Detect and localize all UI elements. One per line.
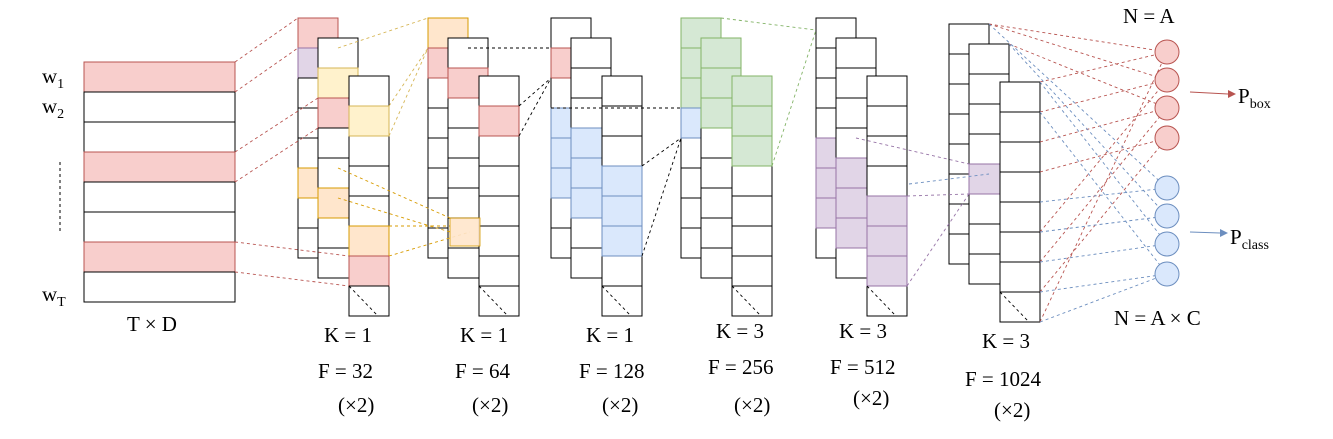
- conv-block-3: [550, 17, 643, 317]
- layer-4-repeat: (×2): [734, 393, 771, 417]
- conv-block-5: [815, 17, 908, 317]
- class-output-node: [1154, 231, 1180, 257]
- layer-2-filters: F = 64: [455, 359, 511, 383]
- layer-6-repeat: (×2): [994, 398, 1031, 422]
- class-output-node: [1154, 261, 1180, 287]
- matrix-row-highlight: [83, 241, 236, 273]
- output-arrows: [1189, 90, 1236, 237]
- layer-2-repeat: (×2): [472, 393, 509, 417]
- layer-3-kernel: K = 1: [586, 323, 635, 347]
- matrix-row: [83, 91, 236, 123]
- input-matrix: [59, 61, 236, 303]
- arrow-head-icon: [1220, 229, 1228, 237]
- conv-block-2: [427, 17, 520, 317]
- output-box-label: Pbox: [1238, 84, 1271, 113]
- box-output-node: [1154, 39, 1180, 65]
- output-class-count: N = A × C: [1114, 306, 1201, 330]
- layer-6-filters: F = 1024: [965, 367, 1042, 391]
- layer-3-repeat: (×2): [602, 393, 639, 417]
- word-label-wt: wT: [42, 282, 66, 311]
- word-label-w2: w2: [42, 94, 65, 123]
- output-box-count: N = A: [1123, 4, 1175, 28]
- layer-2-kernel: K = 1: [460, 323, 509, 347]
- class-output-node: [1154, 203, 1180, 229]
- word-label-w1: w1: [42, 64, 65, 93]
- layer-5-repeat: (×2): [853, 386, 890, 410]
- class-output-node: [1154, 175, 1180, 201]
- matrix-row-highlight: [83, 61, 236, 93]
- output-nodes: [1154, 39, 1180, 287]
- matrix-row: [83, 121, 236, 153]
- connection-lines: [234, 17, 1168, 323]
- conv-block-4: [680, 17, 773, 317]
- box-output-node: [1154, 67, 1180, 93]
- layer-1-repeat: (×2): [338, 393, 375, 417]
- layer-4-kernel: K = 3: [716, 319, 765, 343]
- box-output-node: [1154, 95, 1180, 121]
- box-output-node: [1154, 125, 1180, 151]
- layer-3-filters: F = 128: [579, 359, 645, 383]
- layer-5-filters: F = 512: [830, 355, 896, 379]
- layer-1-kernel: K = 1: [324, 323, 373, 347]
- layer-5-kernel: K = 3: [839, 319, 888, 343]
- layer-4-filters: F = 256: [708, 355, 774, 379]
- matrix-row: [83, 181, 236, 213]
- output-class-label: Pclass: [1230, 225, 1269, 254]
- conv-block-6: [948, 23, 1041, 323]
- layer-6-kernel: K = 3: [982, 329, 1031, 353]
- matrix-row-highlight: [83, 151, 236, 183]
- layer-1-filters: F = 32: [318, 359, 374, 383]
- matrix-row: [83, 271, 236, 303]
- matrix-row: [83, 211, 236, 243]
- matrix-dims-label: T × D: [127, 312, 177, 336]
- arrow-head-icon: [1228, 90, 1236, 98]
- conv-block-1: [297, 17, 390, 317]
